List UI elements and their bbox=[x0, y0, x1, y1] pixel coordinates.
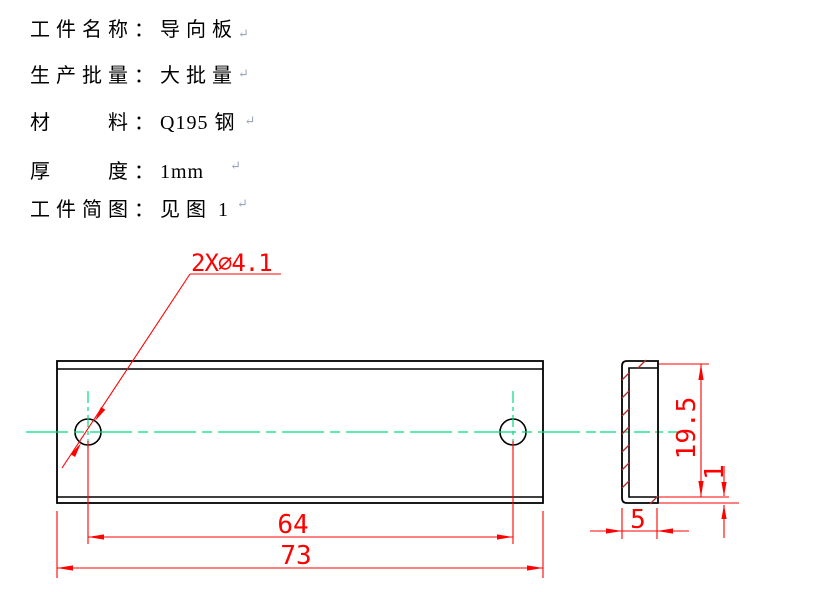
paragraph-return-mark: ↵ bbox=[237, 196, 248, 211]
centerlines bbox=[26, 391, 681, 449]
dim-hole-spacing-text: 64 bbox=[277, 510, 308, 540]
arrowhead bbox=[698, 481, 704, 497]
paragraph-return-mark: ↵ bbox=[238, 26, 249, 41]
spec-text: 工件简图：见图 bbox=[30, 199, 212, 221]
dim-flange-depth-text: 5 bbox=[630, 505, 646, 535]
arrowhead bbox=[527, 565, 543, 571]
dim-height: 19.5 bbox=[659, 363, 709, 497]
hatch-line bbox=[649, 495, 659, 505]
hatch-line bbox=[621, 408, 630, 417]
hatch-line bbox=[621, 426, 630, 435]
arrowhead bbox=[657, 528, 673, 534]
spec-line-sketch: 工件简图：见图 1↵ bbox=[30, 196, 248, 221]
section-inner-profile bbox=[628, 367, 658, 498]
dim-thickness-text: 1 bbox=[700, 464, 730, 480]
paragraph-return-mark: ↵ bbox=[238, 66, 249, 81]
hatch-line bbox=[621, 444, 630, 453]
arrowhead bbox=[88, 534, 104, 540]
hatch-line bbox=[621, 390, 630, 399]
arrowhead bbox=[606, 528, 622, 534]
side-view bbox=[621, 359, 659, 505]
hatch-line bbox=[621, 462, 630, 471]
dim-height-text: 19.5 bbox=[672, 397, 702, 460]
spec-line-batch: 生产批量：大批量↵ bbox=[30, 59, 249, 88]
spec-line-thickness: 厚 度：1mm↵ bbox=[30, 158, 242, 183]
spec-text: 工件名称：导向板 bbox=[30, 19, 238, 41]
dim-overall-length-text: 73 bbox=[280, 541, 311, 571]
section-hatching bbox=[621, 359, 659, 505]
hatch-line bbox=[637, 359, 647, 369]
spec-line-material: 材 料：Q195 钢↵ bbox=[30, 112, 256, 134]
leader-line bbox=[61, 273, 191, 469]
dim-flange-depth: 5 bbox=[590, 505, 689, 539]
spec-line-part-name: 工件名称：导向板↵ bbox=[30, 13, 249, 42]
arrowhead bbox=[57, 565, 73, 571]
arrowhead bbox=[721, 505, 727, 519]
leader-arrowhead bbox=[95, 407, 106, 421]
dim-hole-spacing: 64 bbox=[87, 441, 514, 544]
arrowhead bbox=[721, 482, 727, 496]
hatch-line bbox=[621, 480, 630, 489]
dim-overall-length: 73 bbox=[56, 511, 544, 578]
paragraph-return-mark: ↵ bbox=[244, 113, 256, 128]
hole-callout-text: 2X∅4.1 bbox=[191, 249, 272, 277]
spec-text: 材 料： bbox=[30, 112, 160, 134]
arrowhead bbox=[497, 534, 513, 540]
leader-arrowhead bbox=[70, 443, 81, 457]
arrowhead bbox=[698, 364, 704, 380]
dim-thickness: 1 bbox=[659, 464, 739, 538]
spec-text: 厚 度： bbox=[30, 161, 160, 183]
paragraph-return-mark: ↵ bbox=[230, 158, 242, 173]
hatch-line bbox=[621, 372, 630, 381]
section-outer-profile bbox=[621, 360, 659, 504]
hole-callout: 2X∅4.1 bbox=[61, 249, 281, 469]
spec-text: 生产批量：大批量 bbox=[30, 65, 238, 87]
